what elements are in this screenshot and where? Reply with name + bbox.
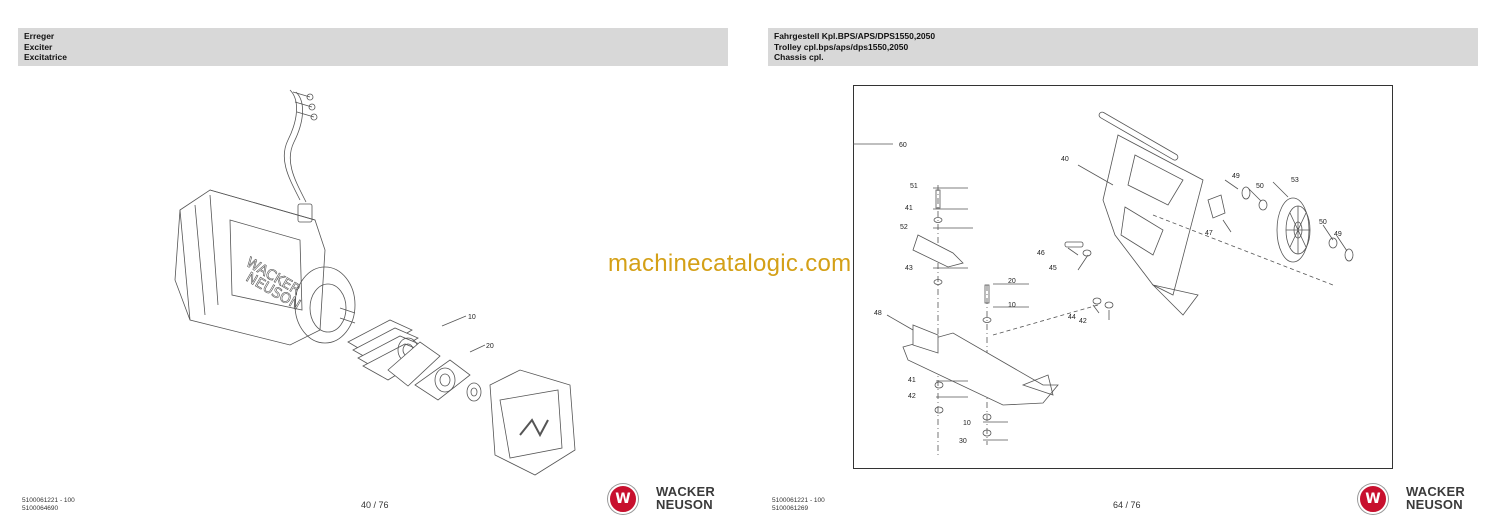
callout-53: 53 (1291, 177, 1299, 184)
callout-30: 30 (959, 438, 967, 445)
right-page-number: 64 / 76 (1113, 500, 1141, 510)
right-title-de: Fahrgestell Kpl.BPS/APS/DPS1550,2050 (774, 31, 936, 41)
left-title-en: Exciter (24, 41, 53, 52)
callout-43: 43 (905, 265, 913, 272)
callout-42-right: 42 (1079, 318, 1087, 325)
callout-20: 20 (1008, 278, 1016, 285)
callout-10-top: 10 (1008, 302, 1016, 309)
right-title-block: Fahrgestell Kpl.BPS/APS/DPS1550,2050 Tro… (768, 28, 1478, 66)
callout-50-top: 50 (1256, 183, 1264, 190)
right-brand: W WACKER NEUSON (1358, 484, 1488, 516)
callout-50-bottom: 50 (1319, 219, 1327, 226)
callout-52: 52 (900, 224, 908, 231)
callout-40: 40 (1061, 156, 1069, 163)
right-title-fr: Chassis cpl. (774, 52, 824, 62)
callout-49-top: 49 (1232, 173, 1240, 180)
left-title-fr: Excitatrice (24, 52, 67, 62)
callout-48: 48 (874, 310, 882, 317)
wacker-neuson-logo-icon: W (1358, 484, 1388, 514)
callout-10-bottom: 10 (963, 420, 971, 427)
callout-46: 46 (1037, 250, 1045, 257)
right-doc-numbers: 5100061221 - 100 5100061269 (772, 497, 825, 513)
callout-44: 44 (1068, 314, 1076, 321)
brand-name: WACKER NEUSON (1406, 484, 1465, 512)
callout-47: 47 (1205, 230, 1213, 237)
callout-60: 60 (899, 142, 907, 149)
left-page-number: 40 / 76 (361, 500, 389, 510)
left-callout-20: 20 (486, 343, 494, 350)
left-doc-number-2: 5100064690 (22, 505, 59, 512)
left-brand: W WACKER NEUSON (608, 484, 738, 516)
callout-49-bottom: 49 (1334, 231, 1342, 238)
right-title-en: Trolley cpl.bps/aps/dps1550,2050 (774, 41, 909, 52)
chassis-exploded-drawing: 60 40 51 41 52 43 20 10 46 45 47 49 50 5… (853, 85, 1393, 469)
callout-41-bottom: 41 (908, 377, 916, 384)
callout-42-bottom: 42 (908, 393, 916, 400)
exciter-exploded-drawing: WACKER NEUSON (174, 89, 576, 476)
left-title-block: Erreger Exciter Excitatrice (18, 28, 728, 66)
left-doc-numbers: 5100061221 - 100 5100064690 (22, 497, 75, 513)
left-title-de: Erreger (24, 31, 55, 41)
watermark-text: machinecatalogic.com (608, 250, 852, 277)
wacker-neuson-logo-icon: W (608, 484, 638, 514)
right-doc-number-1: 5100061221 - 100 (772, 497, 825, 504)
callout-51: 51 (910, 183, 918, 190)
callout-45: 45 (1049, 265, 1057, 272)
right-page: Fahrgestell Kpl.BPS/APS/DPS1550,2050 Tro… (750, 0, 1500, 531)
callout-41-top: 41 (905, 205, 913, 212)
left-callout-10: 10 (468, 314, 476, 321)
right-doc-number-2: 5100061269 (772, 505, 809, 512)
left-doc-number-1: 5100061221 - 100 (22, 497, 75, 504)
brand-name: WACKER NEUSON (656, 484, 715, 512)
left-page: Erreger Exciter Excitatrice WACKER NEUSO… (18, 28, 738, 516)
